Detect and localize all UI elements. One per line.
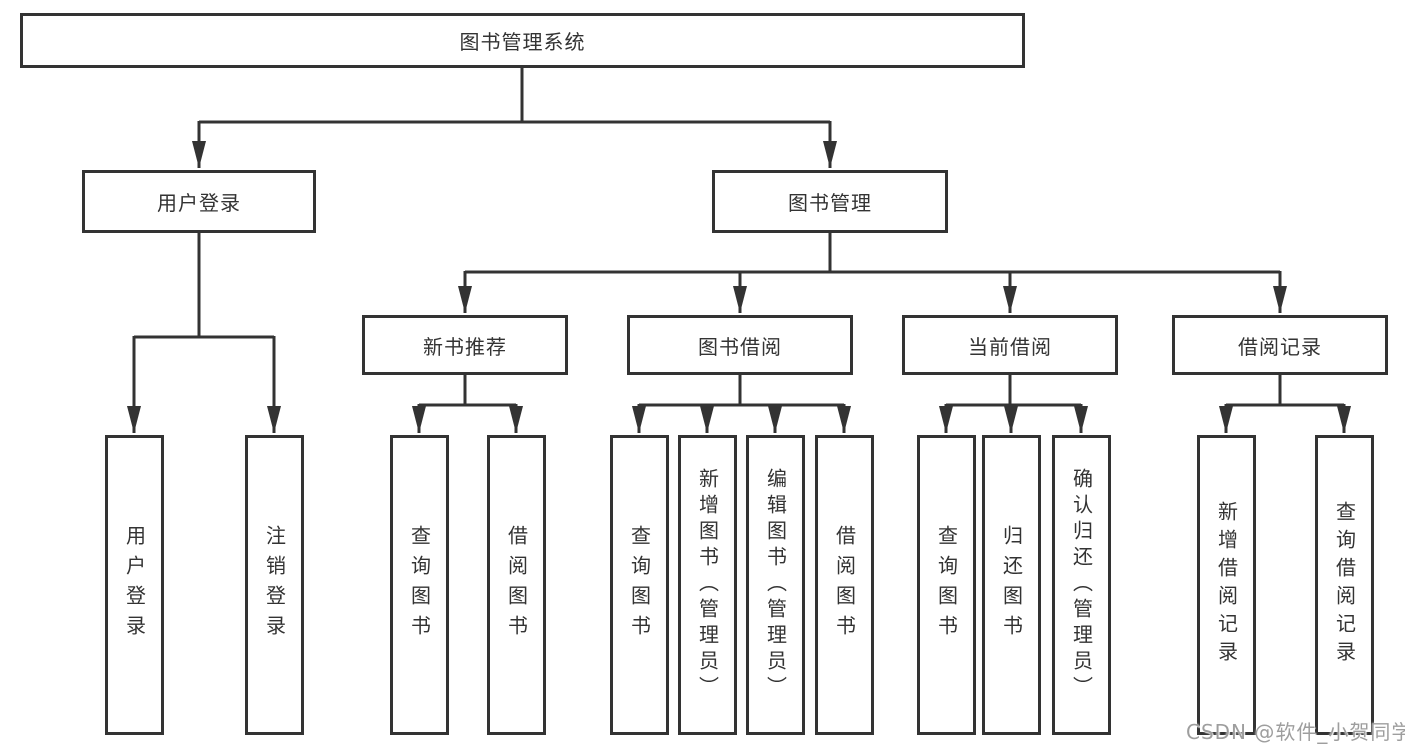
leaf-logout: 注销登录: [245, 435, 304, 735]
leaf-recommend-borrow-books: 借阅图书: [487, 435, 546, 735]
leaf-current-query-books: 查询图书: [917, 435, 976, 735]
node-book-borrowing: 图书借阅: [627, 315, 853, 375]
leaf-add-borrow-record: 新增借阅记录: [1197, 435, 1256, 735]
leaf-borrow-add-books-admin: 新增图书（管理员）: [678, 435, 737, 735]
node-book-management: 图书管理: [712, 170, 948, 233]
leaf-user-login: 用户登录: [105, 435, 164, 735]
node-current-borrowing: 当前借阅: [902, 315, 1118, 375]
csdn-watermark: CSDN @软件_小贺同学: [1186, 720, 1405, 744]
leaf-current-confirm-return-admin: 确认归还（管理员）: [1052, 435, 1111, 735]
node-borrowing-records: 借阅记录: [1172, 315, 1388, 375]
leaf-recommend-query-books: 查询图书: [390, 435, 449, 735]
leaf-borrow-query-books: 查询图书: [610, 435, 669, 735]
node-user-login: 用户登录: [82, 170, 316, 233]
leaf-current-return-books: 归还图书: [982, 435, 1041, 735]
leaf-query-borrow-record: 查询借阅记录: [1315, 435, 1374, 735]
leaf-borrow-borrow-books: 借阅图书: [815, 435, 874, 735]
leaf-borrow-edit-books-admin: 编辑图书（管理员）: [746, 435, 805, 735]
node-new-book-recommendation: 新书推荐: [362, 315, 568, 375]
node-library-management-system: 图书管理系统: [20, 13, 1025, 68]
